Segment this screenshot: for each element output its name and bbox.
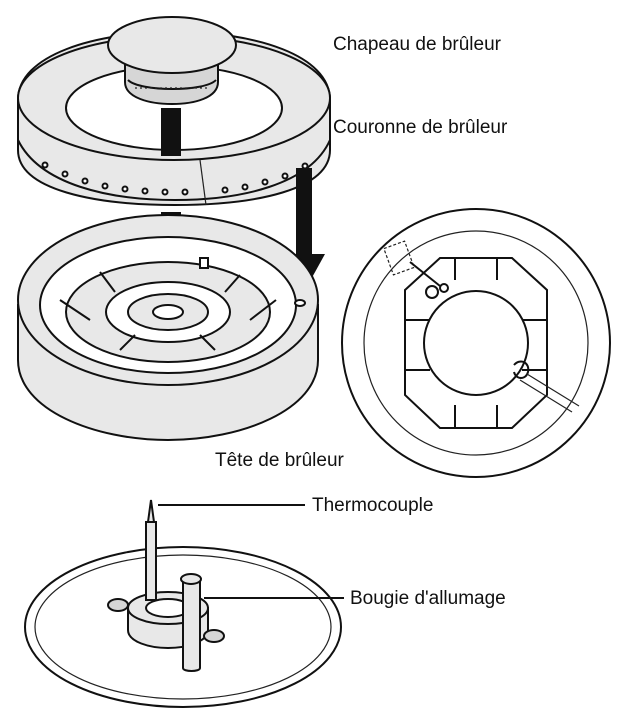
spark-plug-part: [180, 573, 202, 672]
thermocouple-part: [145, 499, 157, 601]
burner-head: [17, 214, 319, 442]
label-burner-head: Tête de brûleur: [215, 450, 345, 471]
label-spark-plug: Bougie d'allumage: [350, 588, 506, 609]
label-burner-cap: Chapeau de brûleur: [333, 34, 502, 55]
crown-flame-ports: [41, 161, 309, 196]
label-thermocouple: Thermocouple: [312, 495, 433, 516]
label-burner-crown: Couronne de brûleur: [333, 117, 508, 138]
burner-head-top-view: [341, 208, 611, 478]
burner-cap: [107, 16, 237, 106]
leader-lines: [158, 504, 344, 599]
